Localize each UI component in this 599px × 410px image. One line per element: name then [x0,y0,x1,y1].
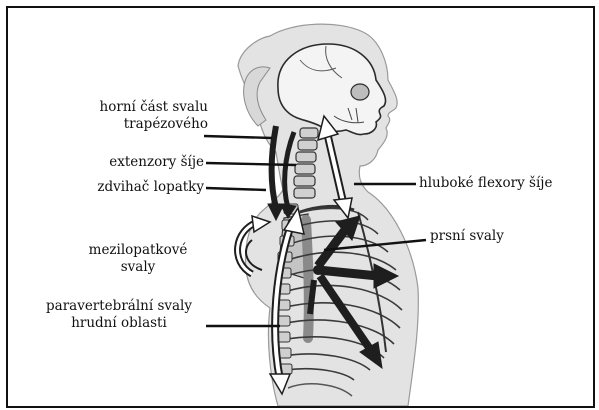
label-interscapular-line1: mezilopatkové [89,242,188,258]
label-upper-trapezius-line2: trapézového [124,116,208,132]
label-pectoral-muscles: prsní svaly [430,228,504,245]
label-paravertebral-line2: hrudní oblasti [71,315,167,331]
label-levator-scapulae: zdvihač lopatky [48,179,204,196]
label-paravertebral-line1: paravertebrální svaly [46,298,192,314]
label-interscapular-line2: svaly [121,259,156,275]
label-interscapular-muscles: mezilopatkové svaly [70,242,206,276]
diagram-frame: horní část svalu trapézového extenzory š… [6,6,595,408]
eye-socket [351,84,369,100]
anatomy-illustration [8,8,593,406]
label-upper-trapezius: horní část svalu trapézového [68,99,208,133]
label-upper-trapezius-line1: horní část svalu [100,99,208,115]
label-paravertebral-muscles: paravertebrální svaly hrudní oblasti [34,298,204,332]
label-neck-extensors: extenzory šíje [68,154,204,171]
pectoral-origin [313,265,323,275]
label-deep-neck-flexors: hluboké flexory šíje [419,175,552,192]
